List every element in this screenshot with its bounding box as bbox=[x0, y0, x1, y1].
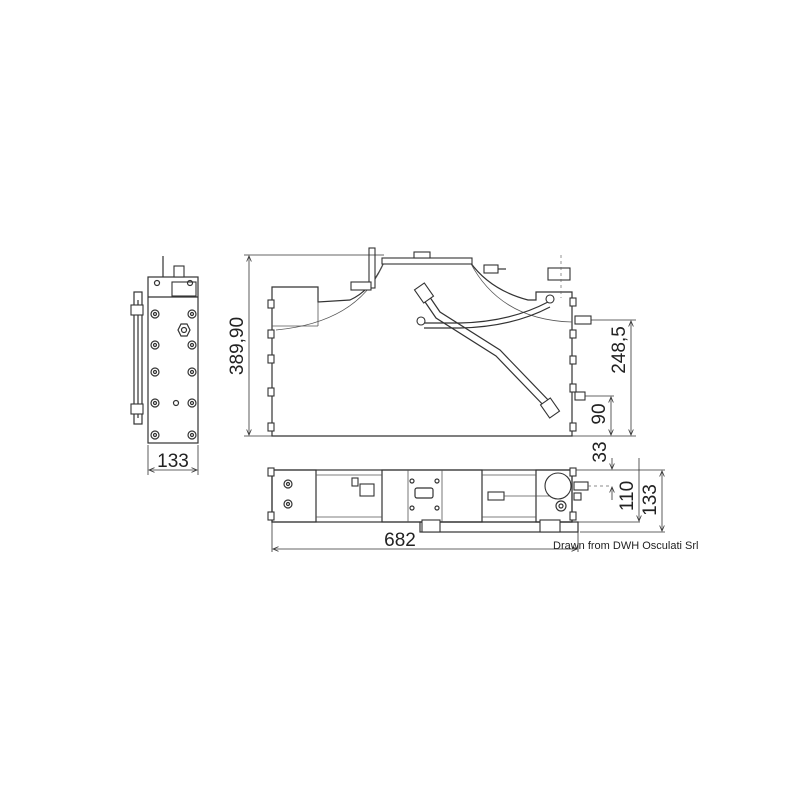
dim-port-lower: 90 bbox=[589, 403, 610, 424]
front-view: 389,90 248,5 90 bbox=[227, 247, 636, 437]
credit-text: Drawn from DWH Osculati Srl bbox=[553, 540, 698, 552]
dim-top-offset: 33 bbox=[590, 441, 611, 462]
top-view: 682 33 110 133 bbox=[267, 441, 665, 552]
dim-overall-length: 682 bbox=[384, 530, 416, 551]
dim-port-upper: 248,5 bbox=[609, 326, 630, 374]
side-view: 133 bbox=[130, 256, 199, 475]
dim-overall-height: 389,90 bbox=[227, 317, 248, 375]
dim-side-width: 133 bbox=[157, 451, 189, 472]
dim-top-outer: 133 bbox=[640, 484, 661, 516]
dim-top-inner: 110 bbox=[617, 481, 638, 511]
